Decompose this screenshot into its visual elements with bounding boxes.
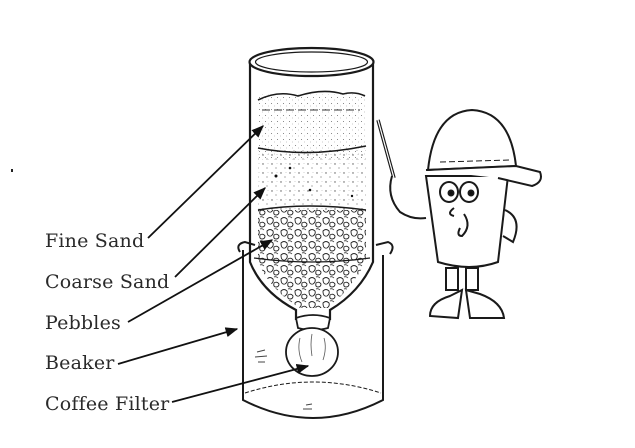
label-coarse-sand: Coarse Sand <box>45 271 170 293</box>
label-coffee-filter: Coffee Filter <box>45 393 170 415</box>
beaker-shape <box>237 240 394 419</box>
label-beaker: Beaker <box>45 352 115 374</box>
coffee-filter-shape <box>285 314 339 377</box>
label-pebbles: Pebbles <box>45 312 121 334</box>
mascot-character <box>376 108 542 320</box>
water-marks <box>254 349 313 410</box>
stray-mark <box>11 169 13 172</box>
bottle-shape <box>248 46 375 320</box>
label-fine-sand: Fine Sand <box>45 230 145 252</box>
label-arrows <box>117 125 310 403</box>
